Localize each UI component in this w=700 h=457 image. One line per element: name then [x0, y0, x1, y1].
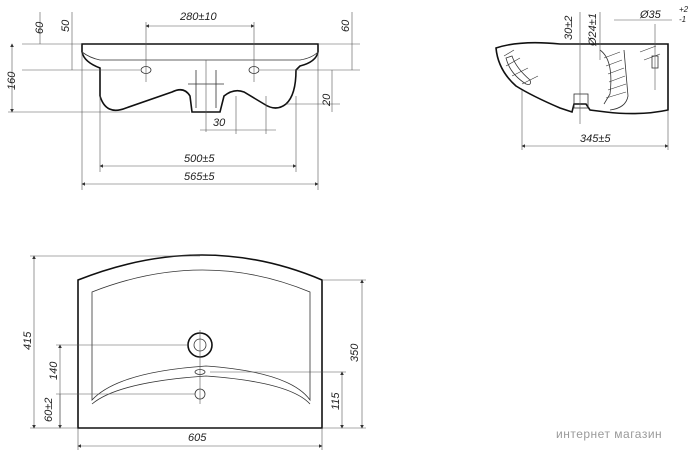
dim-left-50: 50	[60, 19, 72, 32]
dim-right-60: 60	[340, 19, 352, 32]
dim-plan-60: 60±2	[43, 398, 55, 422]
dim-side-30: 30±2	[563, 16, 575, 40]
dim-side-35: Ø35	[639, 9, 662, 21]
side-inner-wall	[599, 49, 612, 105]
side-outline	[495, 41, 669, 115]
dim-plan-415: 415	[22, 331, 34, 350]
dim-side-35-lower: -1	[679, 15, 686, 24]
watermark-text: интернет магазин	[556, 427, 662, 441]
dim-top-spacing: 280±10	[179, 11, 218, 23]
plan-outer-outline	[77, 254, 323, 429]
dim-width-565: 565±5	[184, 171, 215, 183]
dim-width-500: 500±5	[184, 153, 215, 165]
dim-plan-350: 350	[349, 343, 361, 362]
front-drain-neck	[195, 70, 217, 108]
front-view: 280±10 60 50 160 60 20 30 500±5	[6, 11, 360, 190]
side-outer-wall	[609, 49, 629, 111]
dim-plan-140: 140	[48, 361, 60, 380]
dim-bottom-30: 30	[213, 117, 226, 129]
plan-shelf-line	[91, 375, 311, 405]
dim-side-345: 345±5	[580, 133, 611, 145]
dim-plan-605: 605	[188, 432, 207, 444]
dim-left-60: 60	[34, 21, 46, 34]
plan-inner-bowl	[91, 269, 311, 402]
side-drain	[573, 93, 589, 109]
front-basin-outline	[81, 43, 319, 113]
side-view: 30±2 Ø24±1 Ø35 +2 -1 345±5	[495, 5, 689, 150]
dim-plan-115: 115	[330, 392, 342, 410]
dim-side-24: Ø24±1	[587, 13, 599, 47]
dim-right-20: 20	[321, 93, 333, 107]
side-hatching	[503, 45, 661, 99]
dim-side-35-upper: +2	[679, 5, 689, 14]
dim-left-160: 160	[6, 71, 18, 90]
plan-view: 415 140 60±2 350 115 605	[22, 254, 366, 450]
front-inner-edge	[81, 51, 319, 61]
side-overflow-slot	[505, 55, 531, 85]
